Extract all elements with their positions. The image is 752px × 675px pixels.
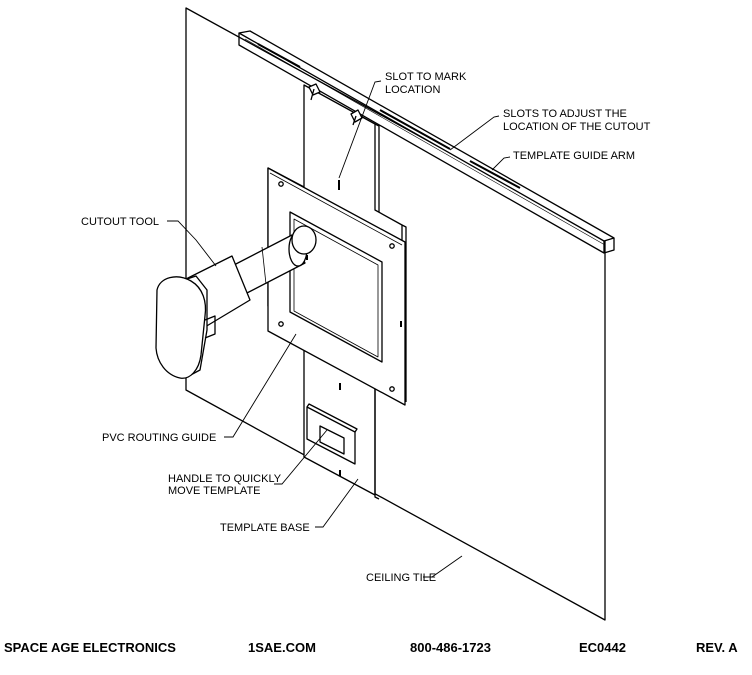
website: 1SAE.COM xyxy=(248,640,316,655)
ceiling-tile-label: CEILING TILE xyxy=(366,572,436,584)
revision: REV. A xyxy=(696,640,738,655)
phone-number: 800-486-1723 xyxy=(410,640,491,655)
move-handle xyxy=(306,406,356,465)
handle-label-1: HANDLE TO QUICKLY xyxy=(168,473,282,485)
cutout-tool-label: CUTOUT TOOL xyxy=(81,216,159,228)
mark-slot xyxy=(338,180,341,390)
part-number: EC0442 xyxy=(579,640,626,655)
slot-mark-label-2: LOCATION xyxy=(385,84,440,96)
cutout-tool xyxy=(155,225,317,379)
installation-diagram: SLOT TO MARK LOCATION SLOTS TO ADJUST TH… xyxy=(81,7,651,621)
slots-adjust-label-2: LOCATION OF THE CUTOUT xyxy=(503,121,651,133)
company-name: SPACE AGE ELECTRONICS xyxy=(4,640,176,655)
slot-mark-label-1: SLOT TO MARK xyxy=(385,71,467,83)
title-block: SPACE AGE ELECTRONICS 1SAE.COM 800-486-1… xyxy=(0,640,752,660)
template-base-label: TEMPLATE BASE xyxy=(220,522,310,534)
pvc-guide-label: PVC ROUTING GUIDE xyxy=(102,432,216,444)
guide-arm-label: TEMPLATE GUIDE ARM xyxy=(513,150,635,162)
handle-label-2: MOVE TEMPLATE xyxy=(168,485,261,497)
slots-adjust-label-1: SLOTS TO ADJUST THE xyxy=(503,108,627,120)
